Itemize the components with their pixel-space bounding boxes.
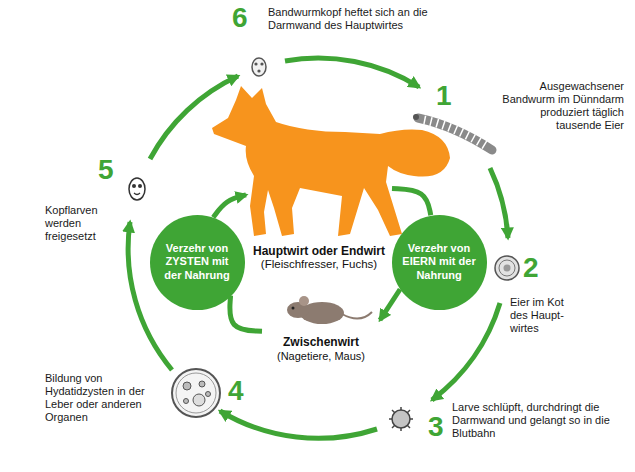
protoscolex-sucker [138,184,142,188]
callout-number: 5 [98,156,114,184]
mouse-tail [342,312,372,319]
protoscolex-shape [129,178,145,200]
scolex-sucker [254,62,257,65]
transmission-circle: Verzehr von ZYSTEN mit der Nahrung [150,215,245,310]
larva-spike [392,410,410,428]
callout-number: 4 [228,377,244,405]
worm-segments [424,120,488,147]
host-examples: (Nagetiere, Maus) [277,350,365,363]
callout-number: 6 [232,4,248,32]
worm-head [413,114,419,120]
cycle-arrow [490,168,508,238]
cycle-arrow [432,303,500,400]
stage-description: Kopflarven werden freigesetzt [45,204,113,243]
egg-shell [495,256,519,280]
callout-number: 3 [428,413,444,441]
stage-icon-protoscolex [129,178,145,200]
daughter-cyst [206,392,211,397]
transmission-arrow [230,296,262,332]
larva-body [392,410,410,428]
circle-shape [392,215,487,310]
stage-icon-worm [413,114,492,150]
protoscolex-sucker [132,184,136,188]
scolex-shape [252,58,266,76]
stage-icon-egg [495,256,519,280]
stage-description: Ausgewachsener Bandwurm im Dünndarm prod… [492,80,624,132]
stage-icon-larva [389,407,413,431]
protoscolex-mark [134,193,140,195]
scolex-sucker [257,69,260,72]
cyst-wall [172,369,220,417]
egg-core [504,265,511,272]
transmission-arrow [392,188,431,215]
host-label-box: Hauptwirt oder Endwirt(Fleischfresser, F… [246,60,392,274]
cycle-arrow [150,76,238,159]
host-examples: (Fleischfresser, Fuchs) [261,258,377,272]
stage-description: Bildung von Hydatidzysten in der Leber o… [45,372,157,424]
circle-fill [150,215,245,310]
cycle-arrow [128,222,172,370]
mouse-ear [299,296,309,306]
circle-text: Verzehr von EIERN mit der Nahrung [401,242,477,282]
daughter-cyst [199,381,205,387]
circle-text: Verzehr von ZYSTEN mit der Nahrung [159,242,235,282]
transmission-arrow [380,289,400,320]
fox-silhouette [212,86,450,236]
stage-description: Bandwurmkopf heftet sich an die Darmwand… [268,6,458,32]
daughter-cyst [184,399,189,404]
daughter-cyst [183,382,191,390]
host-name: Zwischenwirt [283,335,359,349]
callout-number: 2 [523,254,539,282]
mouse-picture [287,296,372,324]
stage-description: Larve schlüpft, durchdringt die Darmwand… [452,401,624,440]
cycle-arrow [285,58,419,87]
circle-fill [392,215,487,310]
egg-ring [499,260,515,276]
larva-spike [392,410,410,428]
daughter-cyst [193,394,205,406]
host-name: Hauptwirt oder Endwirt [253,244,385,258]
cycle-arrow [220,411,377,438]
stage-icon-cyst [172,369,220,417]
transmission-circle: Verzehr von EIERN mit der Nahrung [392,215,487,310]
stage-description: Eier im Kot des Haupt- wirtes [510,296,574,335]
cyst-inner-wall [176,373,216,413]
callout-number: 1 [436,82,452,110]
stage-icon-scolex [252,58,266,76]
circle-shape [150,215,245,310]
worm-body [418,118,492,150]
transmission-arrow [213,195,246,218]
scolex-sucker [260,62,263,65]
host-label-box: Zwischenwirt(Nagetiere, Maus) [262,290,380,365]
mouse-eye [292,307,295,310]
